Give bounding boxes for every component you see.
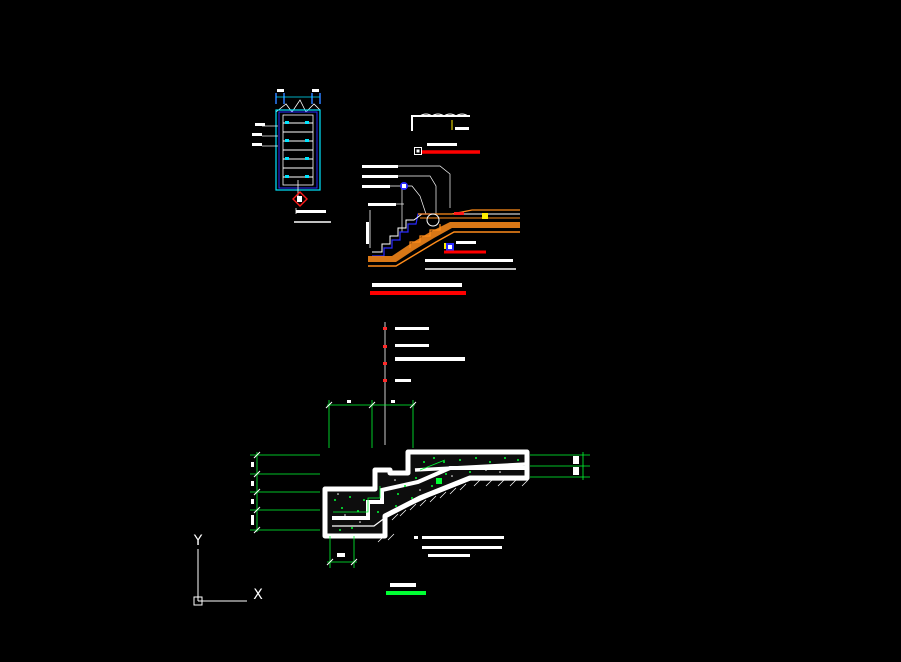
ramp-plan-detail: [252, 89, 331, 223]
ucs-x-label: X: [253, 587, 263, 603]
cap-detail: [411, 113, 480, 155]
ramp-steps: [283, 122, 313, 178]
left-dimension: [250, 452, 320, 532]
ucs-origin-box: [193, 596, 203, 606]
stair-section-detail: [362, 165, 520, 295]
stair-orange-fill: [368, 222, 520, 262]
step-section-detail: [250, 322, 590, 595]
ucs-y-label: Y: [193, 533, 203, 549]
top-dimension: [327, 400, 415, 448]
break-line: [275, 99, 321, 113]
aggregate-dots: [334, 457, 519, 531]
earth-hatching: [377, 479, 529, 543]
section-marker: [292, 191, 308, 207]
notes-block: [414, 536, 504, 557]
stair-blue-line: [372, 213, 432, 257]
ucs-icon: Y X: [193, 533, 263, 606]
step-concrete-body: [322, 449, 530, 539]
top-dimension-marks: [275, 93, 321, 104]
right-dimension: [530, 452, 590, 480]
detail-callout-circle: [426, 213, 440, 227]
stair-white-line: [372, 213, 520, 253]
